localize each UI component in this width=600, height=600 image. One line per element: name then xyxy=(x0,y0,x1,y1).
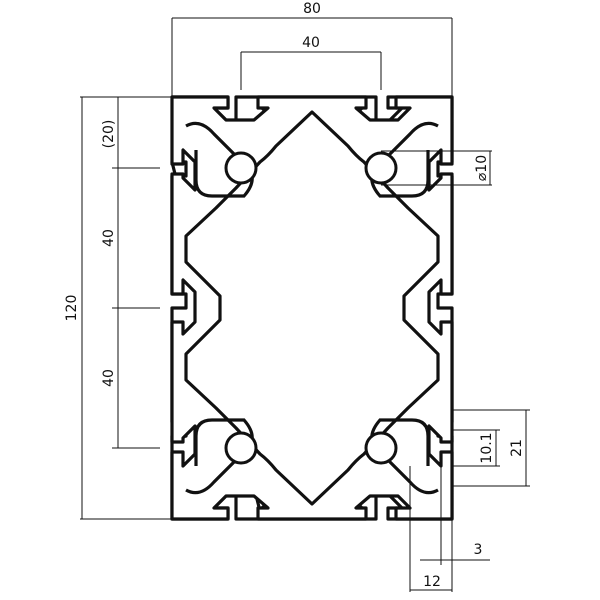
central-cavity xyxy=(184,110,440,506)
dim-overall-height: 120 xyxy=(64,295,80,322)
bore-top-right xyxy=(364,151,398,185)
dim-slot-opening: 10.1 xyxy=(479,432,495,463)
corner-channel-top-right xyxy=(370,121,439,198)
dim-overall-width: 80 xyxy=(303,1,321,17)
bore-top-left xyxy=(224,151,258,185)
corner-channel-bottom-left xyxy=(185,418,254,495)
dim-wall-thickness: 3 xyxy=(474,542,483,558)
dim-hole-size: ⌀10 xyxy=(474,155,490,181)
dim-edge-offset: (20) xyxy=(101,120,117,149)
dim-slot-depth-outer: 21 xyxy=(509,439,525,457)
dim-slot-spacing-left-1: 40 xyxy=(101,229,117,247)
corner-channel-top-left xyxy=(185,121,254,198)
corner-channel-bottom-right xyxy=(370,418,439,495)
dim-slot-spacing-top: 40 xyxy=(302,35,320,51)
dim-slot-spacing-left-2: 40 xyxy=(101,369,117,387)
bore-bottom-right xyxy=(364,431,398,465)
dim-slot-width-bottom: 12 xyxy=(423,574,441,590)
bore-bottom-left xyxy=(224,431,258,465)
